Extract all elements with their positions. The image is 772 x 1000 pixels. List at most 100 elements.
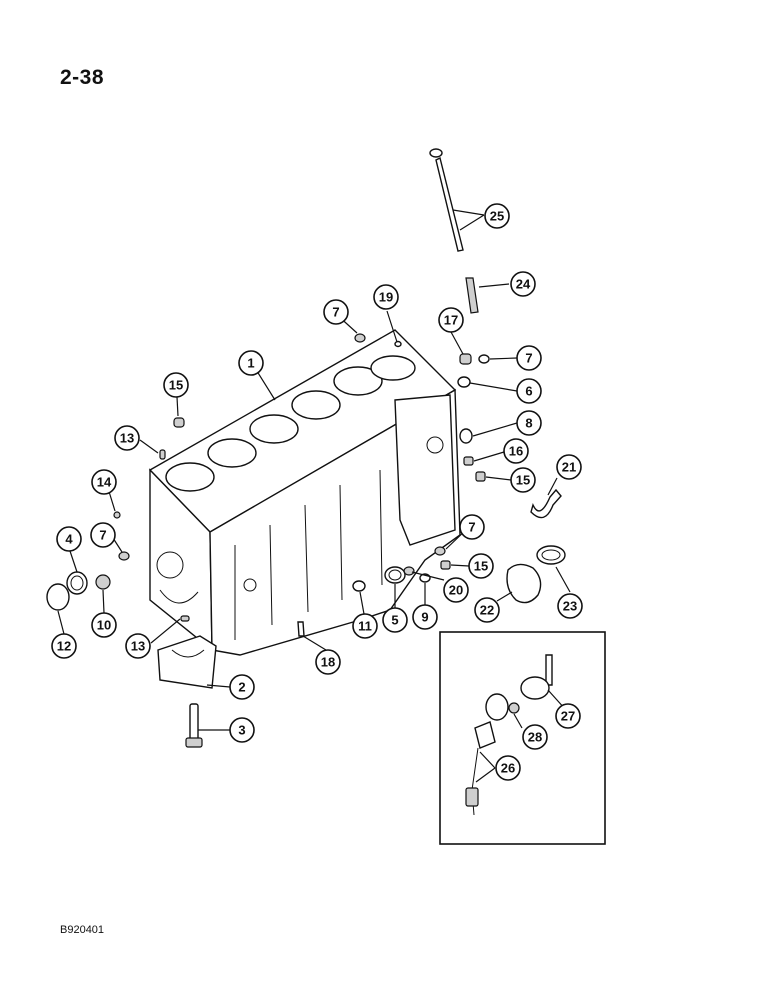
o-ring-28 — [485, 693, 520, 721]
callout-label: 2 — [238, 680, 245, 695]
callout-label: 10 — [97, 618, 111, 633]
callout-22: 22 — [474, 597, 500, 623]
callout-label: 20 — [449, 583, 463, 598]
callout-15-top: 15 — [163, 372, 189, 398]
callout-11: 11 — [352, 613, 378, 639]
cup-plug-7-right — [478, 354, 490, 364]
callout-label: 19 — [379, 290, 393, 305]
plug-14 — [113, 511, 121, 519]
callout-8: 8 — [516, 410, 542, 436]
callout-label: 14 — [97, 475, 112, 490]
callout-label: 15 — [474, 559, 488, 574]
callout-4: 4 — [56, 526, 82, 552]
callout-28: 28 — [522, 724, 548, 750]
heater-cord-26 — [465, 721, 496, 816]
callout-6: 6 — [516, 378, 542, 404]
plug-17 — [459, 353, 472, 365]
callout-3: 3 — [229, 717, 255, 743]
callout-2: 2 — [229, 674, 255, 700]
callout-label: 28 — [528, 730, 542, 745]
callout-15-right: 15 — [510, 467, 536, 493]
callout-label: 9 — [421, 610, 428, 625]
plug-8 — [459, 428, 473, 444]
callout-label: 18 — [321, 655, 335, 670]
hose-22 — [506, 563, 542, 604]
callout-15-lower-right: 15 — [468, 553, 494, 579]
callout-1: 1 — [238, 350, 264, 376]
callout-label: 16 — [509, 444, 523, 459]
callout-label: 15 — [169, 378, 183, 393]
dowel-19 — [394, 340, 402, 348]
plug-6 — [457, 376, 471, 388]
callout-label: 26 — [501, 761, 515, 776]
dowel-13-top — [159, 449, 166, 460]
callout-27: 27 — [555, 703, 581, 729]
callout-19: 19 — [373, 284, 399, 310]
callout-label: 1 — [247, 356, 254, 371]
callout-label: 7 — [99, 528, 106, 543]
callout-7-top: 7 — [323, 299, 349, 325]
plug-15-lower-right — [440, 560, 451, 570]
callout-label: 7 — [468, 520, 475, 535]
cylinder-block — [148, 329, 461, 656]
callout-14: 14 — [91, 469, 117, 495]
pin-18 — [297, 621, 305, 637]
callout-17: 17 — [438, 307, 464, 333]
callout-label: 13 — [131, 639, 145, 654]
heater-27 — [520, 654, 553, 700]
plug-11 — [352, 580, 366, 592]
dipstick-tube — [465, 277, 479, 314]
figure-code: B920401 — [60, 924, 105, 936]
callout-label: 27 — [561, 709, 575, 724]
plug-15-top — [173, 417, 185, 428]
main-bearing-cap-2 — [157, 635, 217, 689]
callout-label: 7 — [525, 351, 532, 366]
elbow-21 — [530, 488, 562, 519]
callout-label: 12 — [57, 639, 71, 654]
plug-16 — [463, 456, 474, 466]
callout-26: 26 — [495, 755, 521, 781]
callout-25: 25 — [484, 203, 510, 229]
callout-label: 3 — [238, 723, 245, 738]
callout-16: 16 — [503, 438, 529, 464]
callout-7-right: 7 — [516, 345, 542, 371]
callout-label: 6 — [525, 384, 532, 399]
callout-20: 20 — [443, 577, 469, 603]
callout-label: 5 — [391, 613, 398, 628]
callout-label: 24 — [516, 277, 531, 292]
plug-10 — [95, 574, 111, 590]
callout-10: 10 — [91, 612, 117, 638]
page-number: 2-38 — [60, 66, 105, 89]
callout-7-lower-right: 7 — [459, 514, 485, 540]
callout-label: 7 — [332, 305, 339, 320]
plug-7-lower-right — [434, 546, 446, 556]
callout-13-top: 13 — [114, 425, 140, 451]
cover-12 — [46, 583, 70, 611]
dipstick — [429, 148, 464, 252]
clamp-23 — [536, 545, 566, 565]
plug-15-right — [475, 471, 486, 482]
callout-label: 13 — [120, 431, 134, 446]
callout-label: 8 — [525, 416, 532, 431]
callout-7-left: 7 — [90, 522, 116, 548]
callout-label: 4 — [65, 532, 73, 547]
callout-label: 21 — [562, 460, 576, 475]
cup-plug-7-top — [354, 333, 366, 343]
callout-label: 11 — [358, 619, 372, 634]
seal-5 — [384, 566, 406, 584]
callout-12: 12 — [51, 633, 77, 659]
callout-21: 21 — [556, 454, 582, 480]
callout-5: 5 — [382, 607, 408, 633]
dowel-13-lower — [180, 615, 190, 622]
seal-4 — [66, 571, 88, 595]
callout-24: 24 — [510, 271, 536, 297]
callout-label: 23 — [563, 599, 577, 614]
callout-13-lower: 13 — [125, 633, 151, 659]
callout-label: 15 — [516, 473, 530, 488]
callout-9: 9 — [412, 604, 438, 630]
bolt-3 — [185, 703, 203, 748]
callout-label: 17 — [444, 313, 458, 328]
plug-7-left — [118, 551, 130, 561]
callout-18: 18 — [315, 649, 341, 675]
